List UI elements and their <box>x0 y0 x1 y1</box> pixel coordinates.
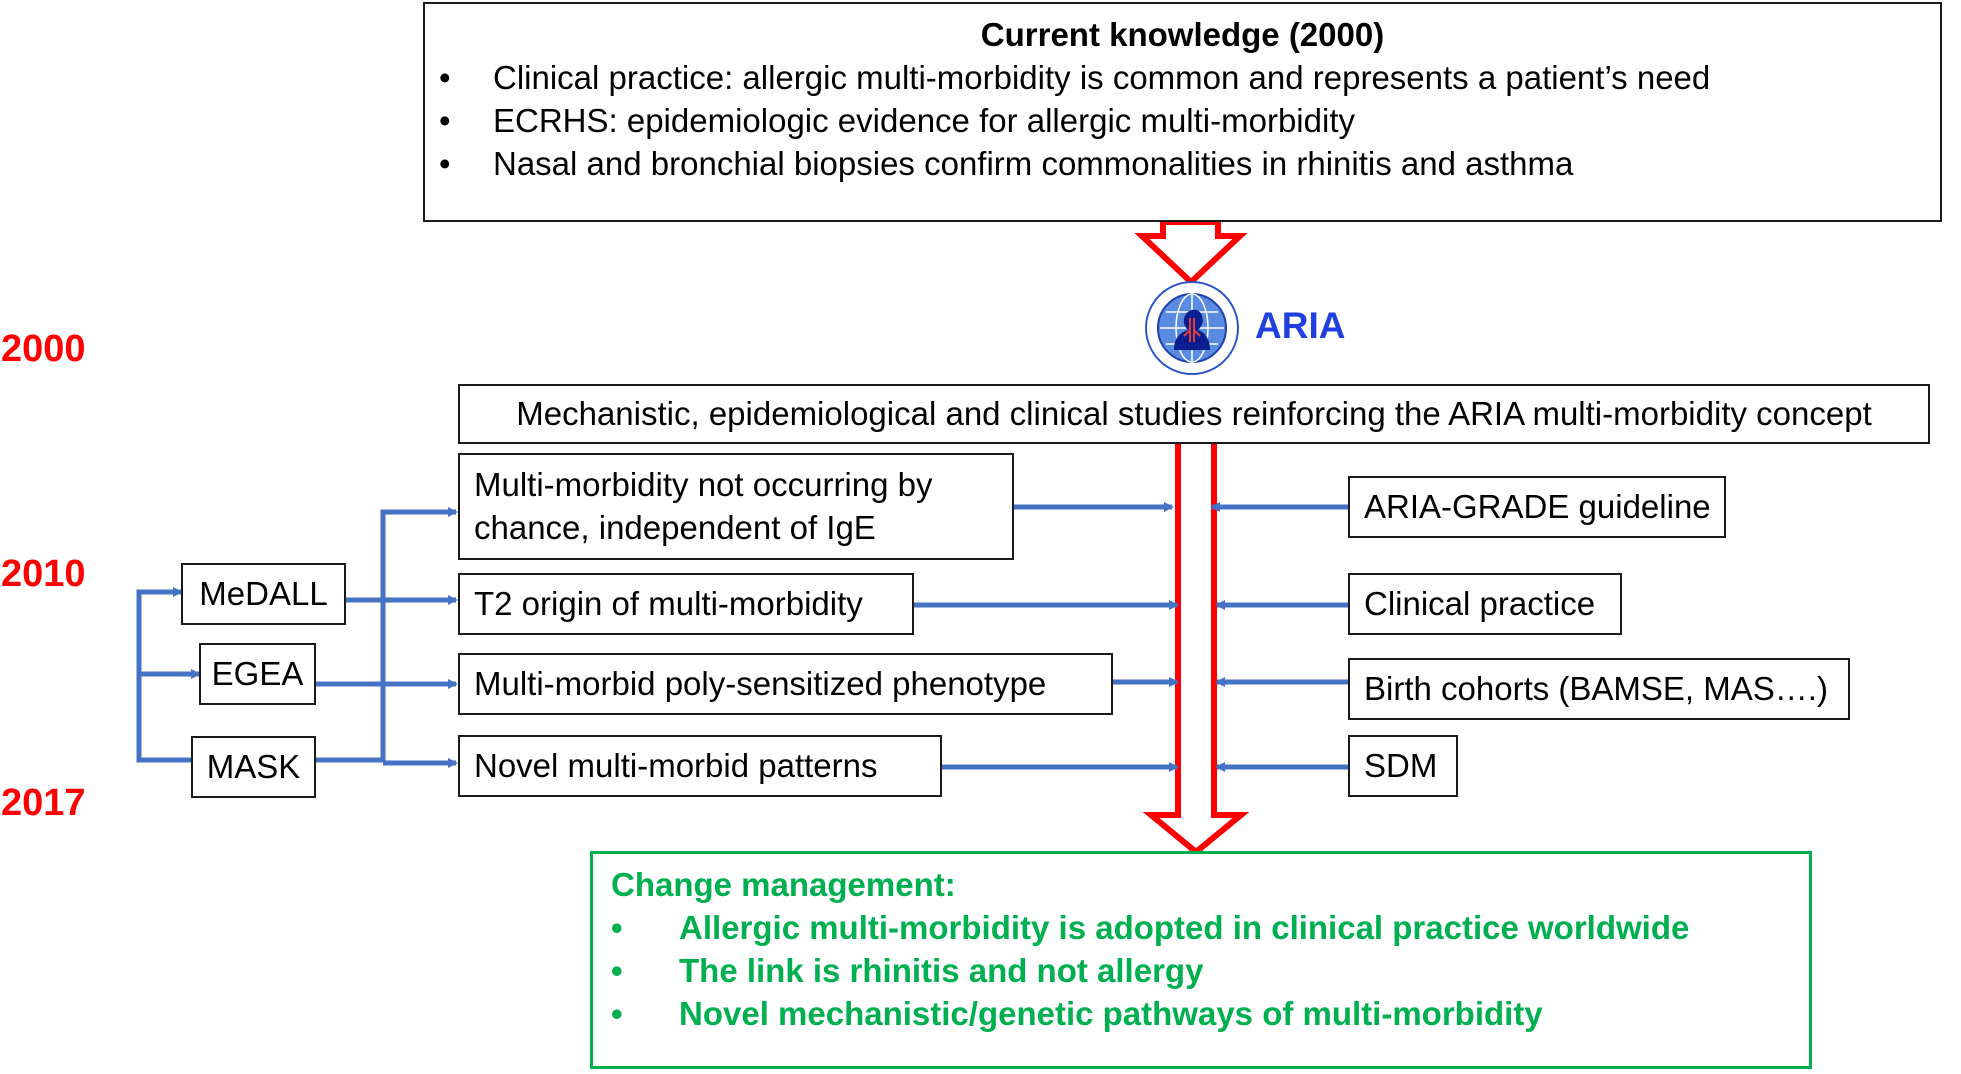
finding-text: Novel multi-morbid patterns <box>474 746 878 784</box>
aria-logo-icon <box>1145 281 1239 375</box>
red-arrow-top <box>1134 219 1248 287</box>
source-label: MASK <box>206 747 301 785</box>
red-arrow-main <box>1142 438 1250 856</box>
finding-box-2: T2 origin of multi-morbidity <box>458 573 914 635</box>
input-box-1: ARIA-GRADE guideline <box>1348 476 1726 538</box>
finding-box-3: Multi-morbid poly-sensitized phenotype <box>458 653 1113 715</box>
input-text: Clinical practice <box>1364 584 1596 622</box>
current-knowledge-list: Clinical practice: allergic multi-morbid… <box>425 57 1940 186</box>
input-box-3: Birth cohorts (BAMSE, MAS….) <box>1348 658 1850 720</box>
change-bullet: The link is rhinitis and not allergy <box>597 950 1809 993</box>
input-text: SDM <box>1364 746 1438 784</box>
year-2000: 2000 <box>1 328 86 370</box>
knowledge-bullet: Nasal and bronchial biopsies confirm com… <box>425 143 1940 186</box>
finding-text: Multi-morbidity not occurring by chance,… <box>474 465 933 546</box>
current-knowledge-box: Current knowledge (2000) Clinical practi… <box>423 2 1942 222</box>
finding-box-4: Novel multi-morbid patterns <box>458 735 942 797</box>
studies-text: Mechanistic, epidemiological and clinica… <box>516 394 1872 432</box>
year-2010: 2010 <box>1 553 86 595</box>
input-text: Birth cohorts (BAMSE, MAS….) <box>1364 669 1828 707</box>
knowledge-bullet: ECRHS: epidemiologic evidence for allerg… <box>425 100 1940 143</box>
source-label: EGEA <box>211 654 304 692</box>
change-bullet: Allergic multi-morbidity is adopted in c… <box>597 907 1809 950</box>
finding-text: Multi-morbid poly-sensitized phenotype <box>474 664 1047 702</box>
change-bullet: Novel mechanistic/genetic pathways of mu… <box>597 993 1809 1036</box>
finding-text: T2 origin of multi-morbidity <box>474 584 863 622</box>
studies-box: Mechanistic, epidemiological and clinica… <box>458 384 1930 444</box>
source-mask-box: MASK <box>191 736 316 798</box>
finding-box-1: Multi-morbidity not occurring by chance,… <box>458 453 1014 560</box>
knowledge-bullet: Clinical practice: allergic multi-morbid… <box>425 57 1940 100</box>
input-text: ARIA-GRADE guideline <box>1364 487 1711 525</box>
source-label: MeDALL <box>199 574 328 612</box>
source-egea-box: EGEA <box>199 643 316 705</box>
year-2017: 2017 <box>1 782 86 824</box>
aria-label: ARIA <box>1255 305 1346 346</box>
change-management-title: Change management: <box>611 866 956 903</box>
change-management-box: Change management: Allergic multi-morbid… <box>590 851 1812 1069</box>
input-box-2: Clinical practice <box>1348 573 1622 635</box>
current-knowledge-title: Current knowledge (2000) <box>980 16 1385 53</box>
input-box-4: SDM <box>1348 735 1458 797</box>
change-management-list: Allergic multi-morbidity is adopted in c… <box>597 907 1809 1036</box>
findings-bracket-line <box>316 509 450 763</box>
source-medall-box: MeDALL <box>181 563 346 625</box>
